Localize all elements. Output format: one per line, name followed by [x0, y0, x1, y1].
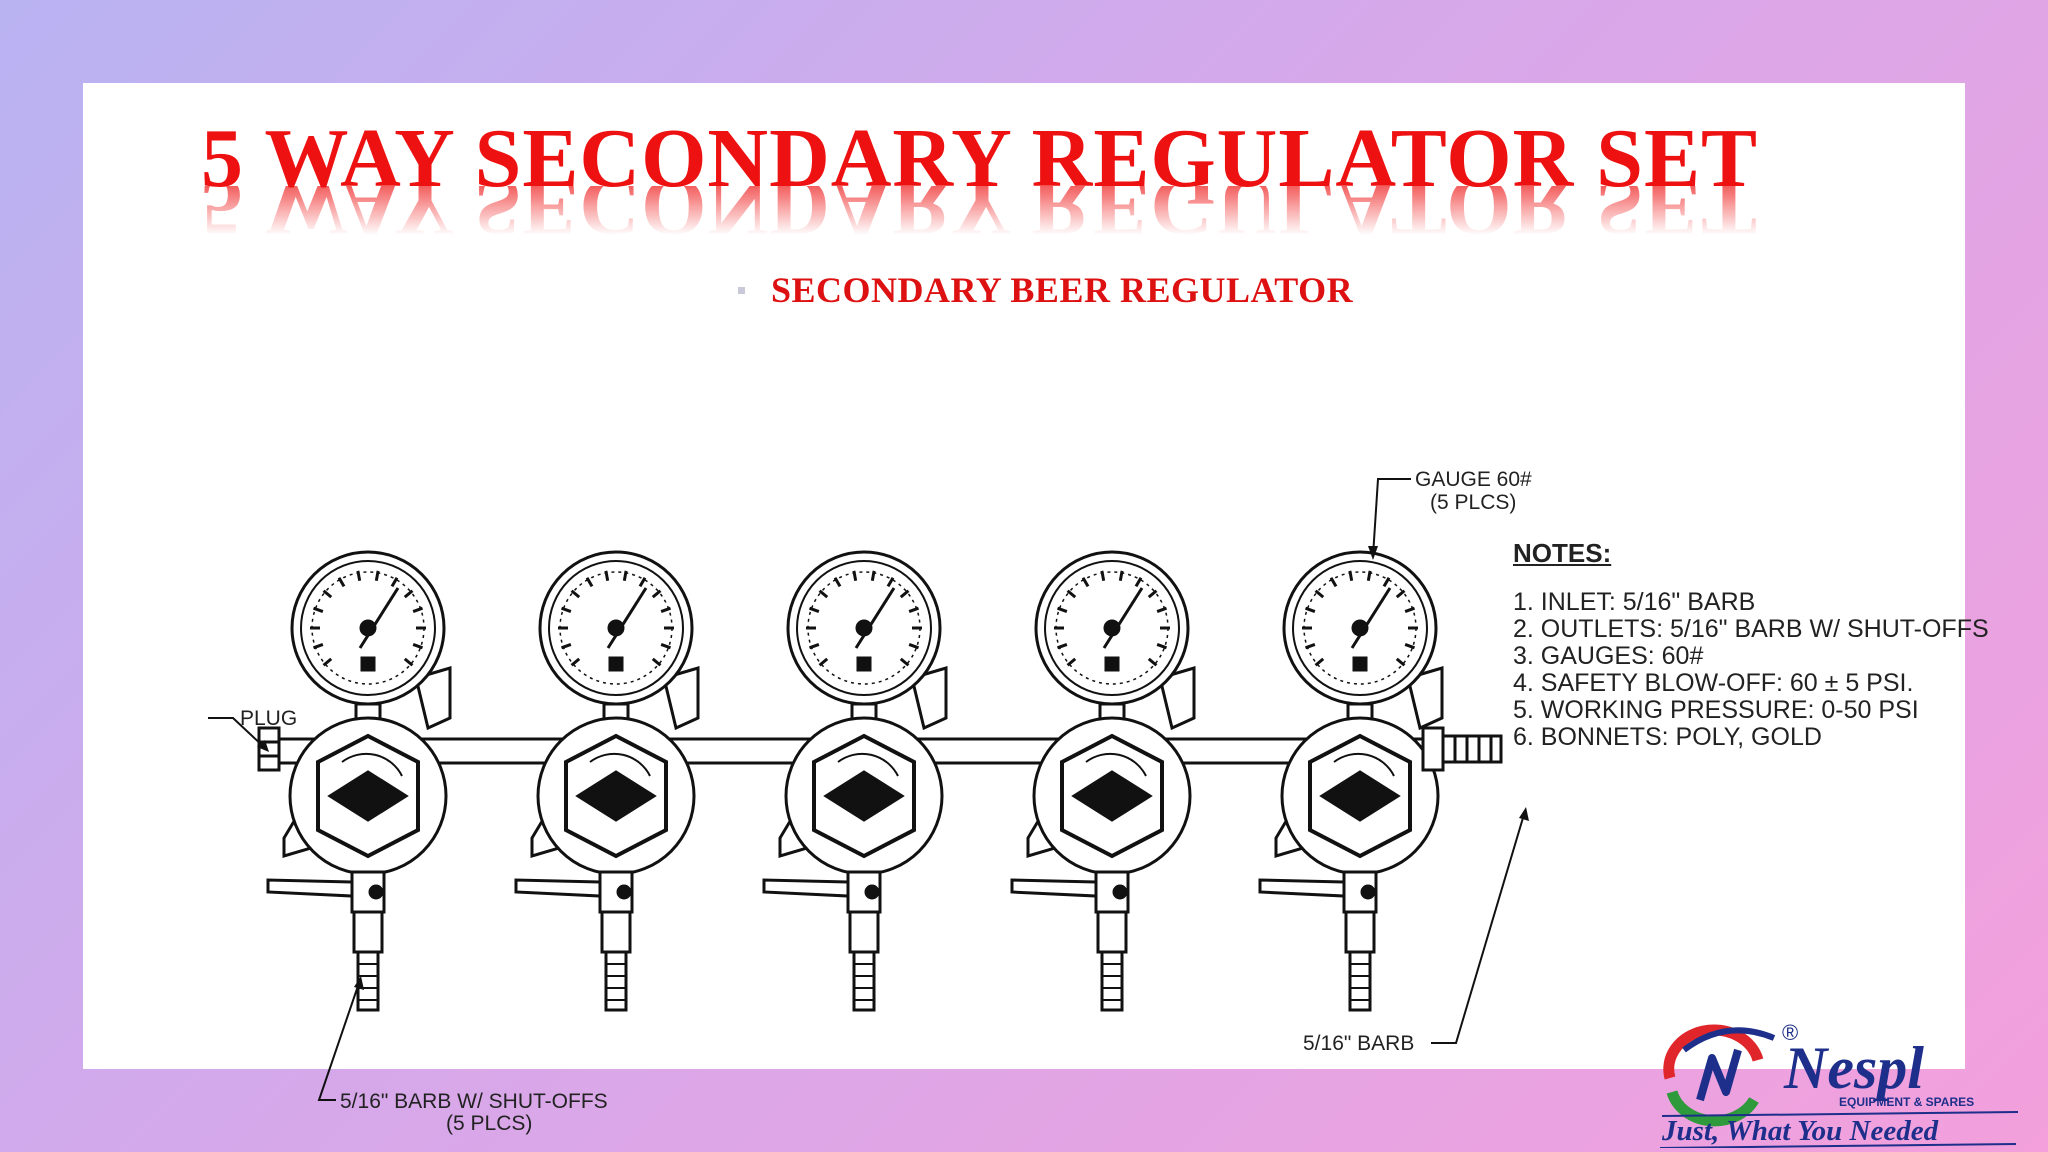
logo-emblem — [1663, 1024, 1776, 1127]
gauge-arrowhead — [1368, 546, 1378, 560]
slide-title-reflection: 5 WAY SECONDARY REGULATOR SET — [201, 186, 1759, 253]
mounting-bracket — [910, 665, 948, 731]
gauge-label-line2: (5 PLCS) — [1430, 491, 1516, 514]
shut-off-handle — [1258, 878, 1346, 898]
regulator-units — [266, 550, 1444, 1012]
regulator-unit — [514, 550, 700, 1012]
slide-subtitle: SECONDARY BEER REGULATOR — [771, 270, 1354, 310]
gauge-needle — [854, 587, 896, 649]
inlet-barb-fitting — [1421, 726, 1503, 772]
shut-off-handle — [514, 878, 602, 898]
logo-tagline-small: EQUIPMENT & SPARES — [1839, 1095, 1974, 1109]
outlet-label-line1: 5/16" BARB W/ SHUT-OFFS — [340, 1090, 608, 1113]
gauge-label-line1: GAUGE 60# — [1415, 468, 1532, 491]
regulator-unit — [1010, 550, 1196, 1012]
gauge-leader-line — [1372, 478, 1411, 557]
note-item: 2. OUTLETS: 5/16" BARB W/ SHUT-OFFS — [1513, 615, 1989, 643]
mounting-bracket — [662, 665, 700, 731]
regulator-unit — [1258, 550, 1444, 1012]
plug-label: PLUG — [240, 707, 297, 730]
gauge-needle — [1102, 587, 1144, 649]
outlet-barb — [1100, 950, 1124, 1012]
plug-leader-line — [208, 717, 266, 749]
notes-heading: NOTES: — [1513, 538, 1612, 568]
note-item: 6. BONNETS: POLY, GOLD — [1513, 723, 1822, 751]
outlet-label-line2: (5 PLCS) — [446, 1112, 532, 1135]
barb-leader-line — [1431, 810, 1526, 1044]
logo-underline — [1659, 1143, 2017, 1148]
note-item: 3. GAUGES: 60# — [1513, 642, 1704, 670]
gauge-needle — [606, 587, 648, 649]
logo-brand: Nespl — [1783, 1035, 1924, 1101]
logo-slogan: Just, What You Needed — [1661, 1115, 1939, 1147]
regulator-unit — [266, 550, 452, 1012]
barb-arrowhead — [1519, 807, 1529, 821]
outlet-leader-line — [317, 979, 361, 1101]
shut-off-handle — [266, 878, 354, 898]
slide: 5 WAY SECONDARY REGULATOR SET 5 WAY SECO… — [83, 83, 2019, 1148]
subtitle-row: SECONDARY BEER REGULATOR — [738, 269, 1353, 311]
mounting-bracket — [1158, 665, 1196, 731]
outlet-barb — [852, 950, 876, 1012]
plug-fitting — [257, 726, 281, 772]
gauge-needle — [358, 587, 400, 649]
inlet-barb-label: 5/16" BARB — [1303, 1032, 1414, 1055]
slide-title: 5 WAY SECONDARY REGULATOR SET — [201, 112, 1759, 205]
mounting-bracket — [414, 665, 452, 731]
outlet-arrowhead — [354, 976, 364, 990]
shut-off-handle — [762, 878, 850, 898]
logo-divider — [1661, 1111, 2019, 1117]
outlet-barb — [604, 950, 628, 1012]
bullet-marker — [738, 286, 745, 294]
logo-registered-mark: ® — [1782, 1020, 1798, 1045]
outlet-barb — [1348, 950, 1372, 1012]
note-item: 5. WORKING PRESSURE: 0-50 PSI — [1513, 696, 1919, 724]
plug-arrowhead — [257, 740, 269, 752]
regulator-drawing: GAUGE 60# (5 PLCS) PLUG 5/16" BARB 5/16"… — [208, 468, 1532, 1135]
gauge-needle — [1350, 587, 1392, 649]
note-item: 1. INLET: 5/16" BARB — [1513, 588, 1756, 616]
mounting-bracket — [1406, 665, 1444, 731]
regulator-unit — [762, 550, 948, 1012]
company-logo: ® Nespl EQUIPMENT & SPARES Just, What Yo… — [1659, 1020, 2019, 1148]
note-item: 4. SAFETY BLOW-OFF: 60 ± 5 PSI. — [1513, 669, 1914, 697]
shut-off-handle — [1010, 878, 1098, 898]
